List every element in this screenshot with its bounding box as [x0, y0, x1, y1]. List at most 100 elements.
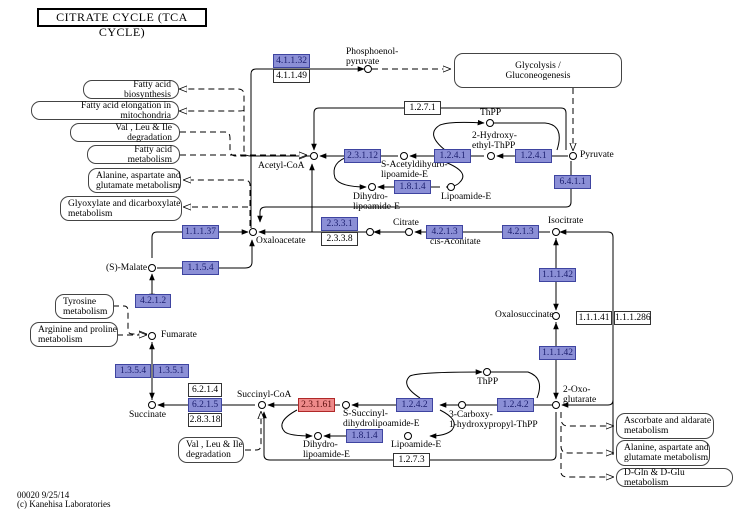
- compound-label-thpp2: ThPP: [477, 377, 499, 387]
- compound-node-carboxy[interactable]: [458, 401, 466, 409]
- loop-thpp-2: [406, 369, 483, 399]
- enzyme-1-8-1-4-a[interactable]: 1.8.1.4: [394, 180, 431, 194]
- compound-node-sacetyl[interactable]: [400, 152, 408, 160]
- compound-node-hethpp[interactable]: [487, 152, 495, 160]
- link-val-leu-ile-2: [245, 412, 261, 451]
- map-link-tyrosine[interactable]: Tyrosine metabolism: [55, 294, 114, 319]
- line-pyruvate-oxaloacetate: [257, 161, 572, 223]
- compound-node-pyruvate[interactable]: [569, 152, 577, 160]
- enzyme-4-1-1-32[interactable]: 4.1.1.32: [273, 54, 310, 68]
- map-link-dgln-dglu[interactable]: D-Gln & D-Glu metabolism: [616, 467, 733, 488]
- compound-label-dihydro1: Dihydro- lipoamide-E: [353, 192, 400, 212]
- enzyme-4-2-1-3-b[interactable]: 4.2.1.3: [502, 225, 539, 239]
- map-link-arg-pro[interactable]: Arginine and proline metabolism: [30, 322, 118, 347]
- compound-label-sacetyl: S-Acetyldihydro- lipoamide-E: [381, 160, 448, 180]
- compound-node-malate[interactable]: [148, 264, 156, 272]
- enzyme-1-2-7-1[interactable]: 1.2.7.1: [404, 101, 441, 115]
- compound-node-fumarate[interactable]: [148, 332, 156, 340]
- map-link-fa-biosynthesis[interactable]: Fatty acid biosynthesis: [83, 80, 179, 100]
- footer: 00020 9/25/14 (c) Kanehisa Laboratories: [17, 491, 110, 509]
- line-malate-oxaloacetate-1154: [157, 239, 255, 269]
- enzyme-1-2-4-1-a[interactable]: 1.2.4.1: [434, 149, 471, 163]
- compound-node-dihydro2[interactable]: [314, 432, 322, 440]
- enzyme-6-2-1-4[interactable]: 6.2.1.4: [188, 383, 222, 397]
- copyright: (c) Kanehisa Laboratories: [17, 499, 111, 509]
- enzyme-6-2-1-5[interactable]: 6.2.1.5: [188, 398, 222, 412]
- map-link-ascorbate[interactable]: Ascorbate and aldarate metabolism: [616, 413, 714, 439]
- compound-node-oxalosuccinate[interactable]: [552, 312, 560, 320]
- compound-node-isocitrate[interactable]: [552, 228, 560, 236]
- compound-node-dihydro1[interactable]: [368, 183, 376, 191]
- compound-label-fumarate: Fumarate: [161, 330, 197, 340]
- enzyme-1-8-1-4-b[interactable]: 1.8.1.4: [346, 429, 383, 443]
- map-link-glyoxylate[interactable]: Glyoxylate and dicarboxylate metabolism: [60, 196, 182, 221]
- compound-node-ssuccinyl[interactable]: [342, 401, 350, 409]
- compound-label-hethpp: 2-Hydroxy- ethyl-ThPP: [472, 131, 517, 151]
- compound-node-pep[interactable]: [364, 65, 372, 73]
- map-link-label: D-Gln & D-Glu metabolism: [624, 467, 685, 488]
- enzyme-2-3-3-8[interactable]: 2.3.3.8: [321, 232, 358, 246]
- map-title: CITRATE CYCLE (TCA CYCLE): [37, 8, 207, 39]
- loop-thpp-1b: [490, 122, 560, 151]
- compound-label-lipo2: Lipoamide-E: [391, 440, 442, 450]
- compound-label-cisaconitate: cis-Aconitate: [430, 237, 481, 247]
- compound-node-succinylcoa[interactable]: [258, 401, 266, 409]
- enzyme-2-3-1-61[interactable]: 2.3.1.61: [298, 398, 335, 412]
- enzyme-1-2-7-3[interactable]: 1.2.7.3: [393, 453, 430, 467]
- map-link-fa-elongation[interactable]: Fatty acid elongation in mitochondria: [31, 101, 179, 121]
- enzyme-4-2-1-2[interactable]: 4.2.1.2: [135, 294, 171, 308]
- enzyme-1-2-4-2-b[interactable]: 1.2.4.2: [497, 398, 534, 412]
- enzyme-6-4-1-1[interactable]: 6.4.1.1: [554, 175, 591, 189]
- compound-node-lipo1[interactable]: [447, 183, 455, 191]
- map-link-val-leu-ile-1[interactable]: Val , Leu & Ile degradation: [70, 123, 180, 143]
- enzyme-1-1-1-42-a[interactable]: 1.1.1.42: [539, 268, 576, 282]
- enzyme-1-2-4-1-b[interactable]: 1.2.4.1: [515, 149, 552, 163]
- enzyme-1-1-5-4[interactable]: 1.1.5.4: [182, 261, 219, 275]
- map-link-label: Ascorbate and aldarate metabolism: [624, 416, 712, 436]
- compound-label-acetylcoa: Acetyl-CoA: [258, 161, 305, 171]
- map-link-fa-metabolism[interactable]: Fatty acid metabolism: [87, 145, 180, 165]
- enzyme-4-1-1-49[interactable]: 4.1.1.49: [273, 69, 310, 83]
- compound-node-succinate[interactable]: [148, 401, 156, 409]
- line-oxaloacetate-pep: [250, 66, 365, 228]
- link-fa-biosynthesis: [180, 89, 312, 157]
- map-link-val-leu-ile-2[interactable]: Val , Leu & Ile degradation: [178, 437, 244, 463]
- compound-label-lipo1: Lipoamide-E: [441, 192, 492, 202]
- loop-lipo-1b: [444, 161, 464, 188]
- link-dgln-dglu: [560, 453, 613, 477]
- compound-node-oxaloacetate[interactable]: [249, 228, 257, 236]
- compound-label-succinate: Succinate: [129, 410, 166, 420]
- compound-label-pep: Phosphoenol- pyruvate: [346, 47, 399, 67]
- enzyme-2-3-1-12[interactable]: 2.3.1.12: [344, 149, 381, 163]
- compound-label-oxaloacetate: Oxaloacetate: [256, 236, 306, 246]
- compound-node-acetylcoa[interactable]: [310, 152, 318, 160]
- compound-label-oxoglutarate: 2-Oxo- glutarate: [563, 385, 597, 405]
- map-link-label: Val , Leu & Ile degradation: [186, 440, 243, 460]
- map-link-glycolysis[interactable]: Glycolysis / Gluconeogenesis: [454, 53, 622, 88]
- link-ala-asp-glu-1: [184, 180, 251, 226]
- enzyme-1-3-5-1[interactable]: 1.3.5.1: [153, 364, 189, 378]
- enzyme-1-1-1-42-b[interactable]: 1.1.1.42: [539, 346, 576, 360]
- loop-thpp-2b: [488, 371, 540, 399]
- compound-node-oxoglutarate[interactable]: [552, 401, 560, 409]
- enzyme-1-1-1-37[interactable]: 1.1.1.37: [182, 225, 219, 239]
- compound-label-oxalosuccinate: Oxalosuccinate: [495, 310, 554, 320]
- compound-label-isocitrate: Isocitrate: [548, 216, 584, 226]
- enzyme-1-3-5-4[interactable]: 1.3.5.4: [115, 364, 151, 378]
- compound-node-lipo2[interactable]: [404, 432, 412, 440]
- compound-node-thpp1[interactable]: [486, 119, 494, 127]
- compound-node-thpp2[interactable]: [483, 368, 491, 376]
- compound-node-cisaconitate[interactable]: [405, 228, 413, 236]
- enzyme-1-1-1-286[interactable]: 1.1.1.286: [614, 311, 651, 325]
- map-link-ala-asp-glu-2[interactable]: Alanine, aspartate and glutamate metabol…: [616, 440, 710, 466]
- map-link-label: Alanine, aspartate and glutamate metabol…: [624, 443, 709, 463]
- line-isocitrate-oxoglutarate-right: [561, 340, 614, 408]
- compound-node-citrate[interactable]: [366, 228, 374, 236]
- enzyme-4-2-1-3-a[interactable]: 4.2.1.3: [426, 225, 463, 239]
- enzyme-1-1-1-41[interactable]: 1.1.1.41: [576, 311, 612, 325]
- enzyme-1-2-4-2-a[interactable]: 1.2.4.2: [396, 398, 433, 412]
- enzyme-2-3-3-1[interactable]: 2.3.3.1: [321, 217, 358, 231]
- loop-thpp-1: [433, 119, 485, 151]
- enzyme-2-8-3-18[interactable]: 2.8.3.18: [188, 413, 222, 427]
- map-link-ala-asp-glu-1[interactable]: Alanine, aspartate and glutamate metabol…: [88, 168, 181, 193]
